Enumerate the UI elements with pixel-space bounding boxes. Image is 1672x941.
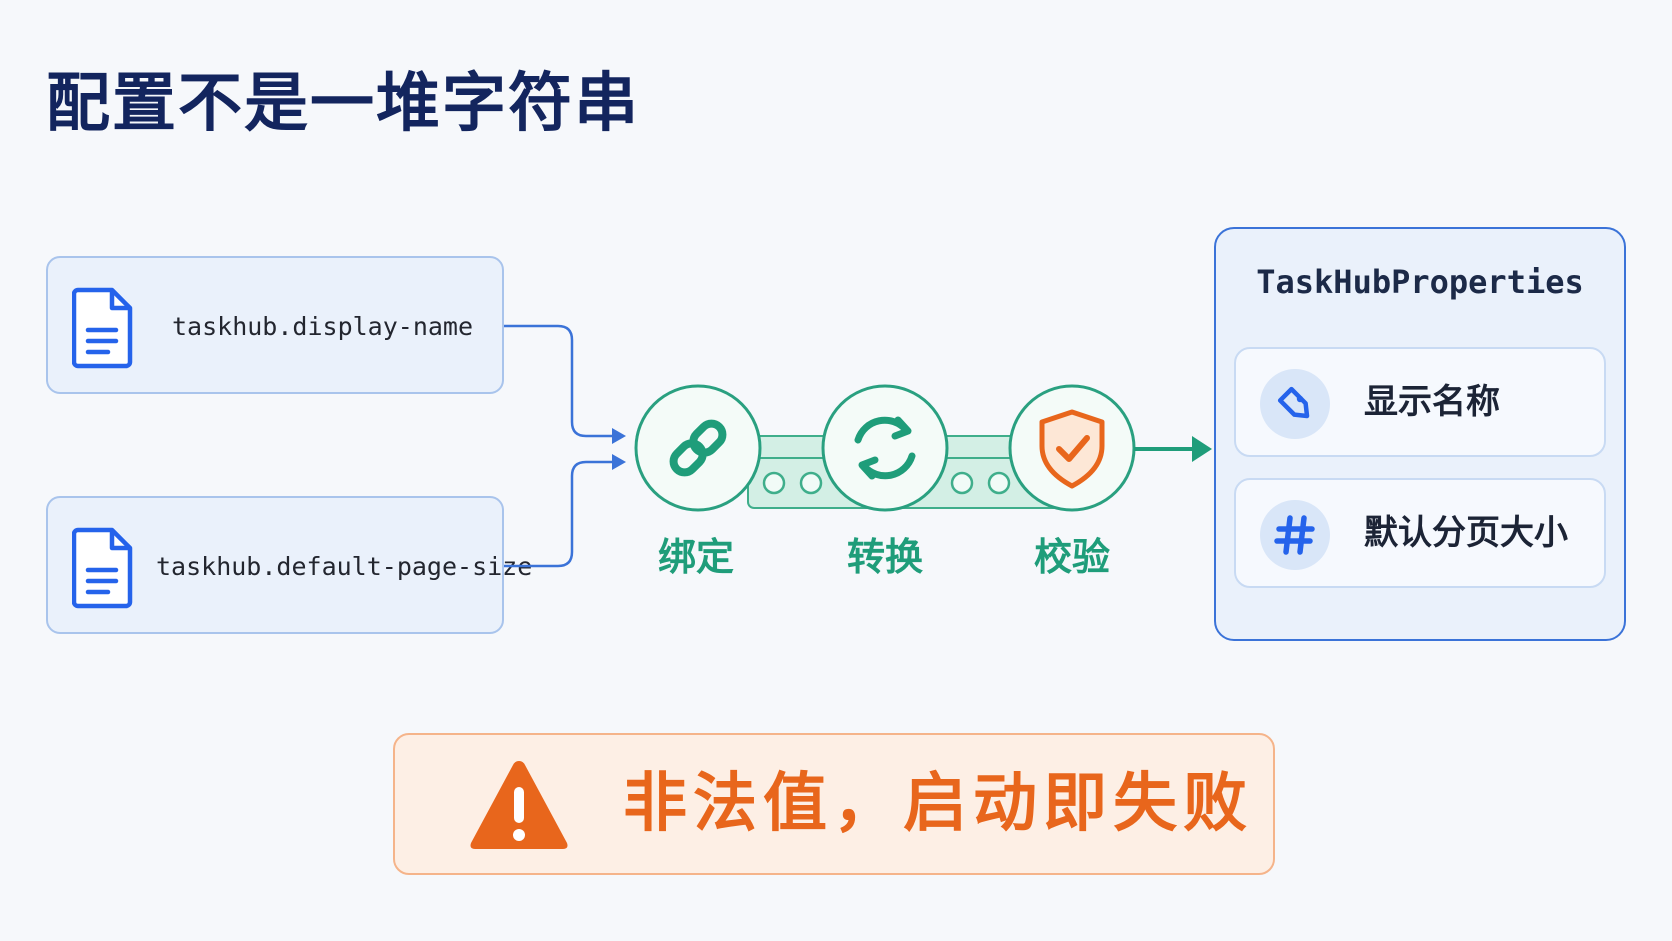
tag-icon [1260,369,1330,439]
conveyor-roller [762,471,786,495]
connector-line-default-page-size [504,460,622,568]
warning-banner: 非法值，启动即失败 [393,733,1275,875]
stage-label-bind: 绑定 [657,535,734,579]
page-title: 配置不是一堆字符串 [46,67,640,141]
stage-convert-node [821,384,949,512]
conveyor-roller [950,471,974,495]
shield-check-icon [1039,409,1105,489]
refresh-icon [854,416,916,480]
source-key-box-default-page-size: taskhub.default-page-size [46,496,532,634]
document-icon [72,527,133,609]
document-icon [72,287,133,369]
warning-triangle-icon [470,761,568,849]
stage-bind-node [634,384,762,512]
connector-arrowhead [612,428,626,444]
stage-label-validate: 校验 [1033,535,1110,579]
source-key-label: taskhub.display-name [172,312,474,341]
field-label: 默认分页大小 [1364,513,1568,553]
stage-label-convert: 转换 [846,535,923,579]
source-key-box-display-name: taskhub.display-name [46,256,504,394]
output-arrow [1134,436,1212,462]
connector-arrowhead [612,454,626,470]
conveyor-roller [987,471,1011,495]
link-icon [669,419,727,477]
source-key-label: taskhub.default-page-size [156,552,533,581]
connector-line-display-name [504,324,622,438]
field-label: 显示名称 [1364,382,1500,422]
class-name: TaskHubProperties [1256,263,1584,301]
properties-class-panel: TaskHubProperties 显示名称 默认分页大小 [1214,227,1626,641]
field-default-page-size: 默认分页大小 [1234,478,1606,588]
field-display-name: 显示名称 [1234,347,1606,457]
hash-icon [1260,500,1330,570]
stage-validate-node [1008,384,1136,512]
conveyor-roller [799,471,823,495]
warning-text: 非法值，启动即失败 [623,767,1253,841]
